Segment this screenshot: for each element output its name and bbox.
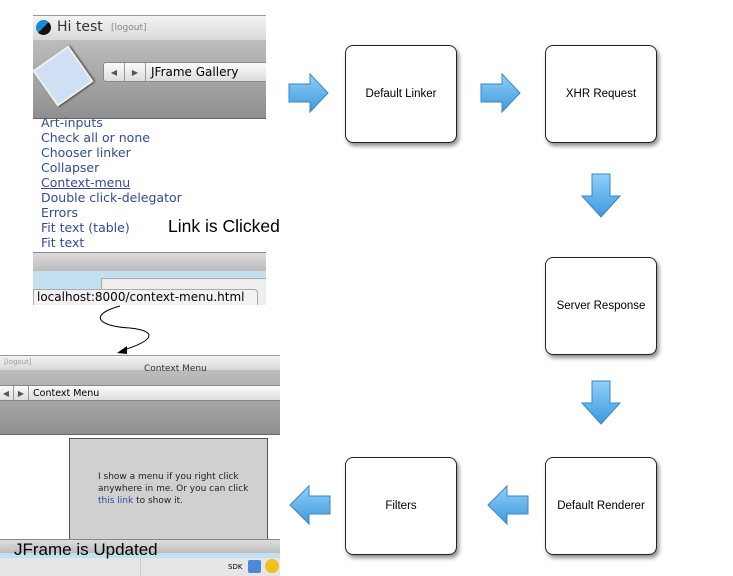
- forward-button[interactable]: ▶: [125, 63, 146, 81]
- step-label: Default Linker: [365, 88, 437, 100]
- context-menu-screenshot: [logout] Context Menu ◀ ▶ Context Menu I…: [0, 355, 280, 576]
- link-suffix: (table): [88, 220, 130, 235]
- curved-arrow: [99, 305, 150, 354]
- app-icon-yellow[interactable]: [265, 559, 279, 573]
- arrow-right-icon: [480, 72, 521, 114]
- link-art-inputs[interactable]: Art-inputs: [41, 115, 103, 130]
- step-label: Server Response: [556, 300, 646, 312]
- bottom-bar: [0, 539, 280, 554]
- arrow-down-icon: [580, 380, 622, 425]
- back-button[interactable]: ◀: [104, 63, 125, 81]
- link-list: Art-inputs Check all or none Chooser lin…: [41, 115, 182, 250]
- this-link[interactable]: this link: [98, 496, 134, 506]
- greeting: Hi test: [57, 19, 103, 35]
- step-default-linker: Default Linker: [345, 45, 457, 143]
- step-xhr-request: XHR Request: [545, 45, 657, 143]
- arrow-down-icon: [580, 173, 622, 218]
- back-button[interactable]: ◀: [0, 386, 14, 400]
- logout-link[interactable]: [logout]: [4, 358, 32, 366]
- link-errors[interactable]: Errors: [41, 205, 78, 220]
- dock: SDK: [0, 558, 280, 576]
- link-chooser-linker[interactable]: Chooser linker: [41, 145, 131, 160]
- logo-icon: [36, 20, 51, 35]
- arrow-left-icon: [487, 484, 529, 526]
- content-text: anywhere in me. Or you can click: [98, 484, 249, 494]
- link-context-menu[interactable]: Context-menu: [41, 175, 131, 190]
- step-label: Default Renderer: [557, 500, 645, 512]
- link-double-click[interactable]: Double click-delegator: [41, 190, 182, 205]
- status-url: localhost:8000/context-menu.html: [33, 289, 258, 305]
- caption-link-clicked: Link is Clicked: [168, 216, 280, 236]
- arrow-left-icon: [289, 484, 331, 526]
- step-server-response: Server Response: [545, 257, 657, 355]
- arrow-right-icon: [288, 72, 329, 114]
- nav-bar: ◀ ▶ Context Menu: [0, 385, 280, 401]
- toolbar: ◀ ▶ JFrame Gallery: [33, 40, 266, 119]
- jframe-gallery-screenshot: Hi test [logout] ◀ ▶ JFrame Gallery Art-…: [33, 15, 266, 305]
- bottom-bar: [33, 252, 266, 271]
- content-text: to show it.: [136, 496, 183, 506]
- toolbar: Context Menu ◀ ▶ Context Menu: [0, 364, 280, 435]
- step-filters: Filters: [345, 457, 457, 555]
- step-label: XHR Request: [565, 88, 637, 100]
- forward-button[interactable]: ▶: [14, 386, 29, 400]
- nav-title: JFrame Gallery: [151, 65, 239, 79]
- link-collapser[interactable]: Collapser: [41, 160, 100, 175]
- window-title: Context Menu: [144, 364, 207, 374]
- top-bar: Hi test [logout]: [33, 15, 266, 41]
- step-default-renderer: Default Renderer: [545, 457, 657, 555]
- app-icon[interactable]: [248, 560, 261, 573]
- logout-link[interactable]: [logout]: [111, 23, 147, 33]
- nav-bar: ◀ ▶ JFrame Gallery: [103, 62, 266, 82]
- sdk-label[interactable]: SDK: [228, 563, 243, 571]
- desktop-strip: [0, 553, 280, 558]
- divider: [140, 558, 141, 576]
- caption-jframe-updated: JFrame is Updated: [14, 540, 158, 559]
- link-fit-text[interactable]: Fit text: [41, 235, 85, 250]
- content-text: I show a menu if you right click: [98, 472, 239, 482]
- link-label: Fit text: [41, 220, 85, 235]
- nav-title: Context Menu: [33, 387, 100, 399]
- link-fit-text-table[interactable]: Fit text (table): [41, 220, 182, 235]
- step-label: Filters: [385, 500, 417, 512]
- link-check-all[interactable]: Check all or none: [41, 130, 150, 145]
